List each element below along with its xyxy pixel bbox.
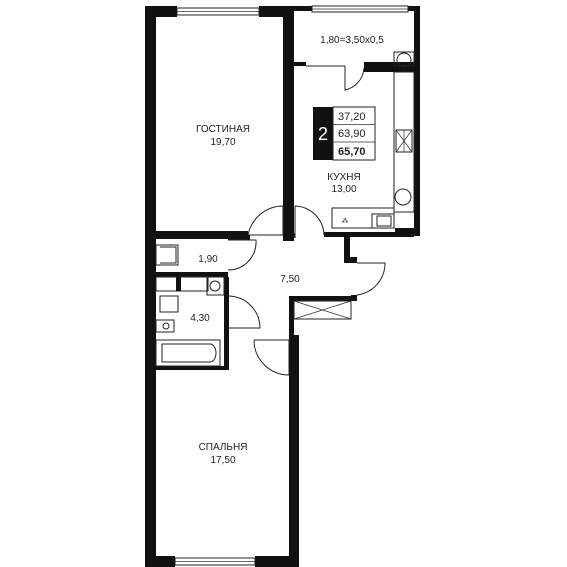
area-badge: 2 37,20 63,90 65,70 <box>313 106 376 161</box>
outer-walls <box>145 6 420 567</box>
area-no-balcony-value: 63,90 <box>338 128 366 140</box>
total-area-value: 65,70 <box>338 146 366 158</box>
room-labels: ГОСТИНАЯ 19,70 1,80=3,50х0,5 КУХНЯ 13,00… <box>190 35 384 466</box>
svg-text:⁂: ⁂ <box>342 217 349 225</box>
bedroom-area: 17,50 <box>210 455 235 466</box>
hall-area: 7,50 <box>280 274 300 285</box>
wc-fixtures <box>155 244 225 296</box>
sink-icon <box>371 213 395 229</box>
bathroom-fixtures <box>155 295 221 367</box>
bathroom-area: 4,30 <box>190 313 210 324</box>
wc-area: 1,90 <box>198 254 218 265</box>
kitchen-fixtures: ⁂ <box>331 51 415 229</box>
kitchen-name: КУХНЯ <box>327 172 360 183</box>
living-room-name: ГОСТИНАЯ <box>196 124 250 135</box>
windows <box>174 5 409 566</box>
kitchen-area: 13,00 <box>331 184 356 195</box>
balcony-formula: 1,80=3,50х0,5 <box>320 35 384 46</box>
interior-walls <box>145 62 414 370</box>
rooms-count: 2 <box>318 124 328 144</box>
living-room-area: 19,70 <box>210 137 235 148</box>
stove-icon <box>395 129 413 153</box>
doors <box>227 65 386 376</box>
living-area-value: 37,20 <box>338 111 366 123</box>
bedroom-name: СПАЛЬНЯ <box>199 442 248 453</box>
